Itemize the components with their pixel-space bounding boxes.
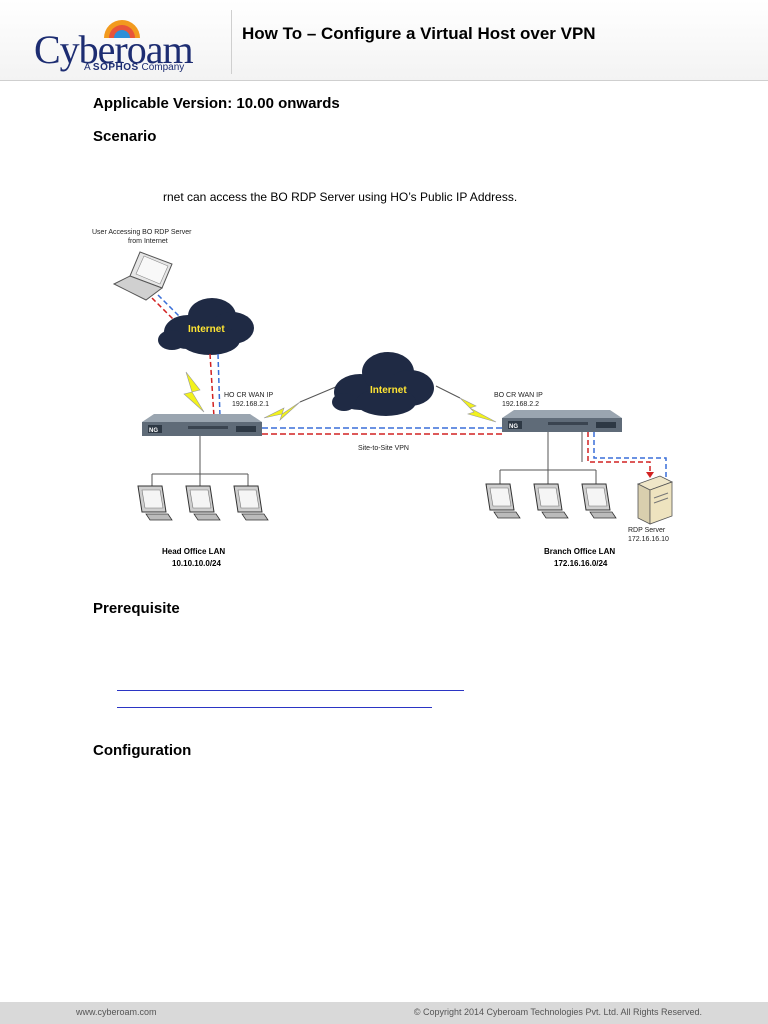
bo-device-badge: NG — [509, 424, 518, 430]
configuration-heading: Configuration — [93, 742, 192, 759]
page-header: Cyberoam A SOPHOS Company How To – Confi… — [0, 0, 768, 81]
user-label-line2: from Internet — [128, 238, 168, 245]
internet-cloud-top: Internet — [158, 298, 254, 355]
ho-wan-label: HO CR WAN IP — [224, 392, 273, 399]
logo-tagline: A SOPHOS Company — [84, 62, 185, 73]
internet-label-top: Internet — [188, 324, 225, 335]
page-footer: www.cyberoam.com © Copyright 2014 Cybero… — [0, 1002, 768, 1024]
prerequisite-heading: Prerequisite — [93, 600, 180, 617]
bo-lan-subnet: 172.16.16.0/24 — [554, 559, 608, 568]
ho-device-badge: NG — [149, 428, 158, 434]
rdp-label: RDP Server — [628, 527, 666, 534]
rdp-ip: 172.16.16.10 — [628, 536, 669, 543]
ho-wan-ip: 192.168.2.1 — [232, 401, 269, 408]
laptop-icon — [112, 251, 173, 301]
bo-lan-name: Branch Office LAN — [544, 547, 615, 556]
bo-pc-2-icon — [533, 483, 569, 519]
page-title: How To – Configure a Virtual Host over V… — [242, 24, 596, 43]
network-diagram: User Accessing BO RDP Server from Intern… — [92, 229, 674, 568]
footer-website[interactable]: www.cyberoam.com — [76, 1007, 157, 1017]
bo-pc-3-icon — [581, 483, 617, 519]
prerequisite-link-2[interactable] — [117, 707, 432, 708]
ho-cyberoam-appliance: NG — [142, 414, 262, 436]
ho-pc-3-icon — [233, 485, 269, 521]
bo-cyberoam-appliance: NG — [502, 410, 622, 432]
logo-sunburst-icon — [104, 20, 140, 38]
ho-lan-name: Head Office LAN — [162, 547, 225, 556]
vpn-label: Site-to-Site VPN — [358, 445, 409, 452]
ho-pc-2-icon — [185, 485, 221, 521]
ho-pc-1-icon — [137, 485, 173, 521]
prerequisite-link-1[interactable] — [117, 690, 464, 691]
bo-pc-1-icon — [485, 483, 521, 519]
bo-wan-ip: 192.168.2.2 — [502, 401, 539, 408]
rdp-server-icon — [636, 475, 674, 525]
applicable-version: Applicable Version: 10.00 onwards — [93, 95, 340, 112]
internet-label-middle: Internet — [370, 385, 407, 396]
scenario-heading: Scenario — [93, 128, 157, 145]
internet-cloud-middle: Internet — [332, 352, 434, 416]
footer-copyright: © Copyright 2014 Cyberoam Technologies P… — [413, 1007, 702, 1017]
bo-wan-label: BO CR WAN IP — [494, 392, 543, 399]
logo-wordmark: Cyberoam — [34, 27, 194, 72]
scenario-text: rnet can access the BO RDP Server using … — [163, 190, 518, 204]
ho-lan-subnet: 10.10.10.0/24 — [172, 559, 221, 568]
header-divider — [231, 10, 232, 74]
user-label-line1: User Accessing BO RDP Server — [92, 229, 192, 236]
cyberoam-logo: Cyberoam A SOPHOS Company — [34, 8, 234, 76]
